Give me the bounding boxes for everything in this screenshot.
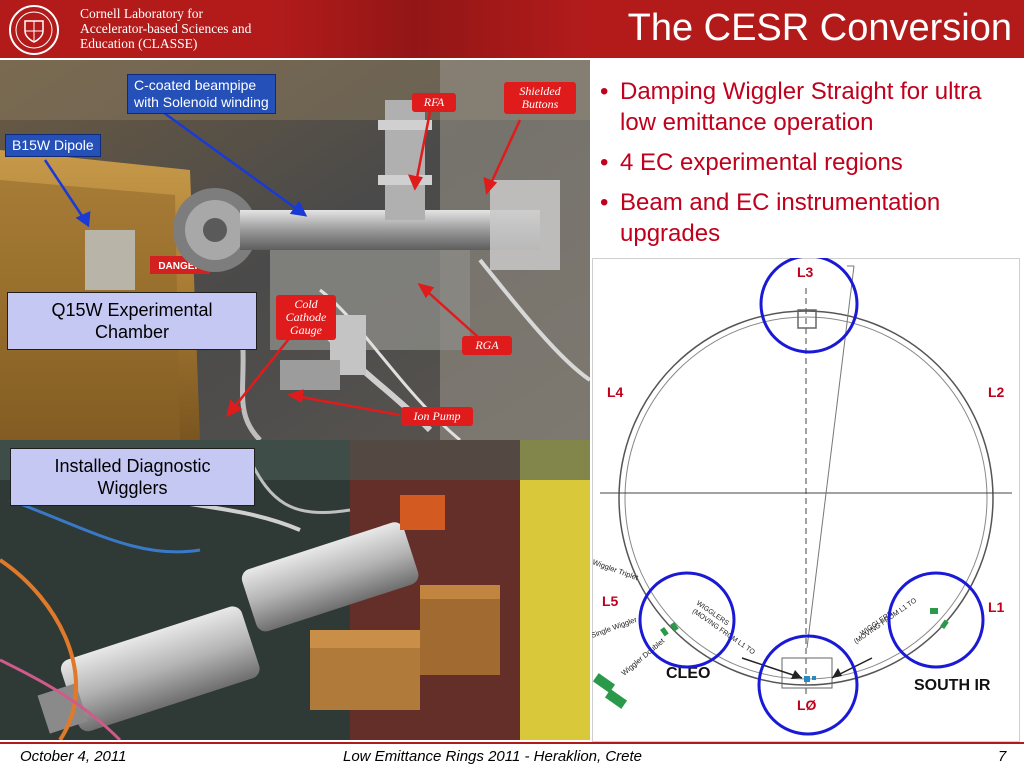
q15w-line-2: Chamber: [94, 322, 170, 342]
wiggler-markers: [592, 608, 949, 709]
header-shading: [270, 0, 590, 58]
slide-footer: October 4, 2011 Low Emittance Rings 2011…: [0, 742, 1024, 768]
q15w-line-1: Q15W Experimental: [51, 300, 213, 320]
cleo-label: CLEO: [666, 665, 710, 682]
beamline-photo-image: DANGER: [0, 60, 590, 440]
region-label-l4: L4: [607, 384, 624, 400]
wigglers-photo-image: [0, 440, 590, 740]
bullet-dot-icon: •: [600, 78, 609, 105]
ec-region-circle-l1: [887, 571, 985, 669]
slide-title: The CESR Conversion: [627, 7, 1012, 49]
region-label-l5: L5: [602, 593, 619, 609]
danger-sign: DANGER: [158, 261, 202, 272]
region-label-l3: L3: [797, 264, 814, 280]
slide-header: Cornell Laboratory for Accelerator-based…: [0, 0, 1024, 58]
bullet-dot-icon: •: [600, 189, 609, 216]
region-label-l0: LØ: [797, 697, 817, 713]
ec-region-circle-l3: [759, 258, 859, 354]
diagnostic-line-1: Installed Diagnostic: [54, 456, 211, 476]
lab-name-line-2: Accelerator-based Sciences and: [80, 21, 252, 36]
region-label-l1: L1: [988, 599, 1005, 615]
rfa-label: RFA: [412, 93, 456, 112]
l3-hardware: [797, 309, 817, 329]
injection-line: [806, 265, 855, 649]
footer-page-number: 7: [998, 748, 1007, 765]
q15w-chamber-label: Q15W Experimental Chamber: [7, 292, 257, 350]
c-coated-beampipe-label: C-coated beampipe with Solenoid winding: [127, 74, 276, 114]
footer-date: October 4, 2011: [20, 748, 127, 765]
l0-pointer-left: [741, 657, 803, 679]
bullet-dot-icon: •: [600, 149, 609, 176]
ec-region-circle-l5: [638, 571, 736, 669]
rga-label: RGA: [462, 336, 512, 355]
footer-event: Low Emittance Rings 2011 - Heraklion, Cr…: [343, 748, 643, 765]
c-coated-line-1: C-coated beampipe: [134, 77, 257, 93]
l0-hardware: [781, 657, 833, 689]
ec-region-circles: [638, 258, 985, 736]
south-ir-label: SOUTH IR: [914, 677, 991, 694]
bullet-text: 4 EC experimental regions: [620, 149, 903, 176]
cold-line-1: Cold: [294, 297, 318, 311]
lab-name: Cornell Laboratory for Accelerator-based…: [80, 6, 251, 51]
blue-callout-arrows: [43, 108, 308, 228]
bullet-text: Damping Wiggler Straight for ultra low e…: [620, 78, 982, 136]
bullet-list: • Damping Wiggler Straight for ultra low …: [600, 76, 1016, 258]
red-callout-arrows: [226, 111, 522, 418]
shielded-line-1: Shielded: [519, 84, 561, 98]
shielded-buttons-label: Shielded Buttons: [504, 82, 576, 114]
beamline-photo: DANGER: [0, 60, 590, 440]
b15w-dipole-label: B15W Dipole: [5, 134, 101, 157]
lab-name-line-3: Education (CLASSE): [80, 36, 198, 51]
region-label-l2: L2: [988, 384, 1005, 400]
wigglers-photo: Installed Diagnostic Wigglers: [0, 440, 590, 740]
diagnostic-wigglers-label: Installed Diagnostic Wigglers: [10, 448, 255, 506]
c-coated-line-2: with Solenoid winding: [134, 94, 269, 110]
bullet-item: • Damping Wiggler Straight for ultra low …: [600, 76, 1016, 138]
cold-line-3: Gauge: [290, 323, 322, 337]
cornell-seal-icon: [9, 5, 59, 55]
cold-line-2: Cathode: [285, 310, 327, 324]
diagnostic-line-2: Wigglers: [97, 478, 168, 498]
cesr-ring-diagram: Wiggler Triplet Single Wiggler Wiggler D…: [592, 258, 1020, 742]
ec-region-circle-l0: [757, 634, 859, 736]
bullet-item: • 4 EC experimental regions: [600, 147, 1016, 178]
cold-cathode-gauge-label: Cold Cathode Gauge: [276, 295, 336, 340]
ion-pump-label: Ion Pump: [401, 407, 473, 426]
bullet-text: Beam and EC instrumentation upgrades: [620, 189, 941, 247]
bullet-item: • Beam and EC instrumentation upgrades: [600, 187, 1016, 249]
shielded-line-2: Buttons: [521, 97, 559, 111]
lab-name-line-1: Cornell Laboratory for: [80, 6, 203, 21]
